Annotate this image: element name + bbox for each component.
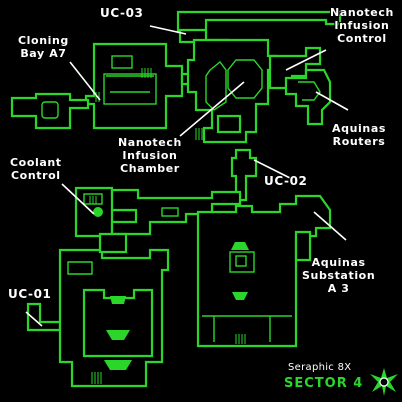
substation-rooms	[202, 315, 292, 342]
chamber-octagon	[227, 59, 263, 99]
sw-connector	[98, 232, 128, 254]
nanotech-control-room	[268, 46, 322, 90]
airlock-hatch	[41, 101, 59, 119]
routers-core	[298, 81, 321, 101]
label-aquinas-substation: Aquinas Substation A 3	[302, 256, 376, 295]
sw-upper-marker	[110, 296, 126, 304]
cloning-bay-lines	[106, 75, 154, 93]
aquinas-routers-room	[284, 68, 332, 126]
label-leaders	[25, 25, 349, 327]
chamber-annex	[216, 114, 242, 134]
label-cloning-bay: Cloning Bay A7	[18, 34, 69, 60]
brand-subtitle: Seraphic 8X	[288, 362, 352, 373]
sector-branding: Seraphic 8X SECTOR 4	[280, 362, 402, 402]
label-uc01: UC-01	[8, 287, 52, 301]
cloning-bay-core	[103, 73, 157, 105]
label-coolant-control: Coolant Control	[10, 156, 62, 182]
sw-base-marker	[104, 360, 132, 370]
chamber-pod	[205, 61, 227, 111]
winged-emblem-icon	[370, 368, 398, 396]
sw-stairs	[91, 372, 102, 384]
label-aquinas-routers: Aquinas Routers	[332, 122, 386, 148]
brand-sector-title: SECTOR 4	[284, 376, 364, 391]
substation-east-wing	[294, 230, 312, 262]
mid-corridor	[110, 188, 242, 236]
sw-upper-bay	[67, 261, 93, 275]
coolant-valve	[93, 207, 103, 217]
west-airlock	[10, 92, 90, 130]
label-nanotech-chamber: Nanotech Infusion Chamber	[118, 136, 182, 175]
label-uc02: UC-02	[264, 174, 308, 188]
mid-corridor-panel	[161, 207, 179, 217]
substation-stairs	[235, 334, 246, 344]
label-uc03: UC-03	[100, 6, 144, 20]
coolant-stairs	[89, 196, 97, 204]
uc02-room	[230, 148, 258, 202]
cloning-bay-tank	[111, 55, 133, 69]
cloning-bay-room	[84, 42, 184, 130]
sw-central-hall	[82, 288, 154, 358]
substation-spire	[229, 242, 255, 300]
chamber-stairs	[195, 128, 203, 140]
sw-lower-marker	[106, 330, 130, 340]
label-nanotech-control: Nanotech Infusion Control	[330, 6, 394, 45]
